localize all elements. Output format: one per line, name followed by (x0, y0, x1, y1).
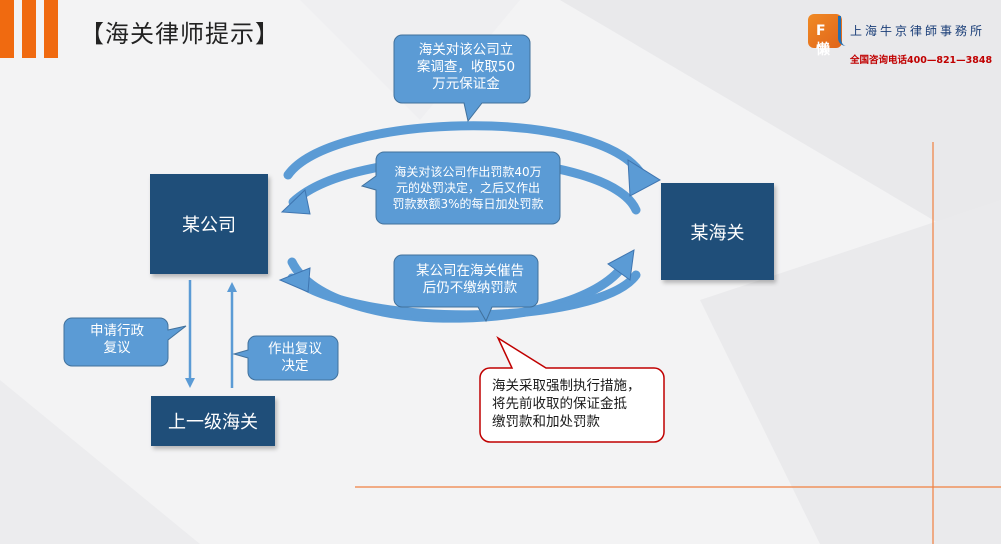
firm-name: 上海牛京律師事務所 (850, 24, 986, 38)
logo-swoosh (838, 16, 849, 46)
callout-not-paid-shape (393, 254, 539, 323)
callout-penalty: 海关对该公司作出罚款40万 元的处罚决定，之后又作出 罚款数额3%的每日加处罚款 (392, 165, 544, 211)
arrowhead-lower-outer (607, 249, 635, 281)
callout-investigation-shape (393, 34, 531, 123)
callout-enforcement-shape (479, 336, 665, 443)
callout-apply-review: 申请行政 复议 (90, 323, 144, 356)
callout-not-paid: 某公司在海关催告 后仍不缴纳罚款 (416, 263, 524, 296)
arc-lower-inner (287, 270, 641, 320)
accent-bar-3 (44, 0, 58, 58)
node-company: 某公司 (150, 174, 268, 274)
arrowhead-upper-inner (280, 189, 311, 215)
firm-logo-mark: F 懒 (816, 23, 830, 58)
callout-penalty-shape (360, 151, 561, 225)
callout-enforcement: 海关采取强制执行措施， 将先前收取的保证金抵 缴罚款和加处罚款 (492, 378, 641, 430)
page-title: 【海关律师提示】 (80, 20, 280, 48)
accent-bar-1 (0, 0, 14, 58)
arc-upper-outer (283, 121, 645, 180)
callout-review-decision: 作出复议 决定 (268, 341, 322, 374)
callout-apply-review-shape (63, 317, 187, 367)
arrowhead-lower-inner (278, 267, 311, 293)
arrowhead-upper-outer (627, 159, 661, 197)
firm-logo-icon: F 懒 (808, 14, 842, 58)
hotline: 全国咨询电话400—821—3848 (850, 55, 993, 66)
node-superior-customs: 上一级海关 (151, 396, 275, 446)
callout-review-decision-shape (232, 335, 339, 381)
node-customs: 某海关 (661, 183, 774, 280)
accent-bar-2 (22, 0, 36, 58)
callout-investigation: 海关对该公司立 案调查，收取50 万元保证金 (416, 42, 516, 92)
